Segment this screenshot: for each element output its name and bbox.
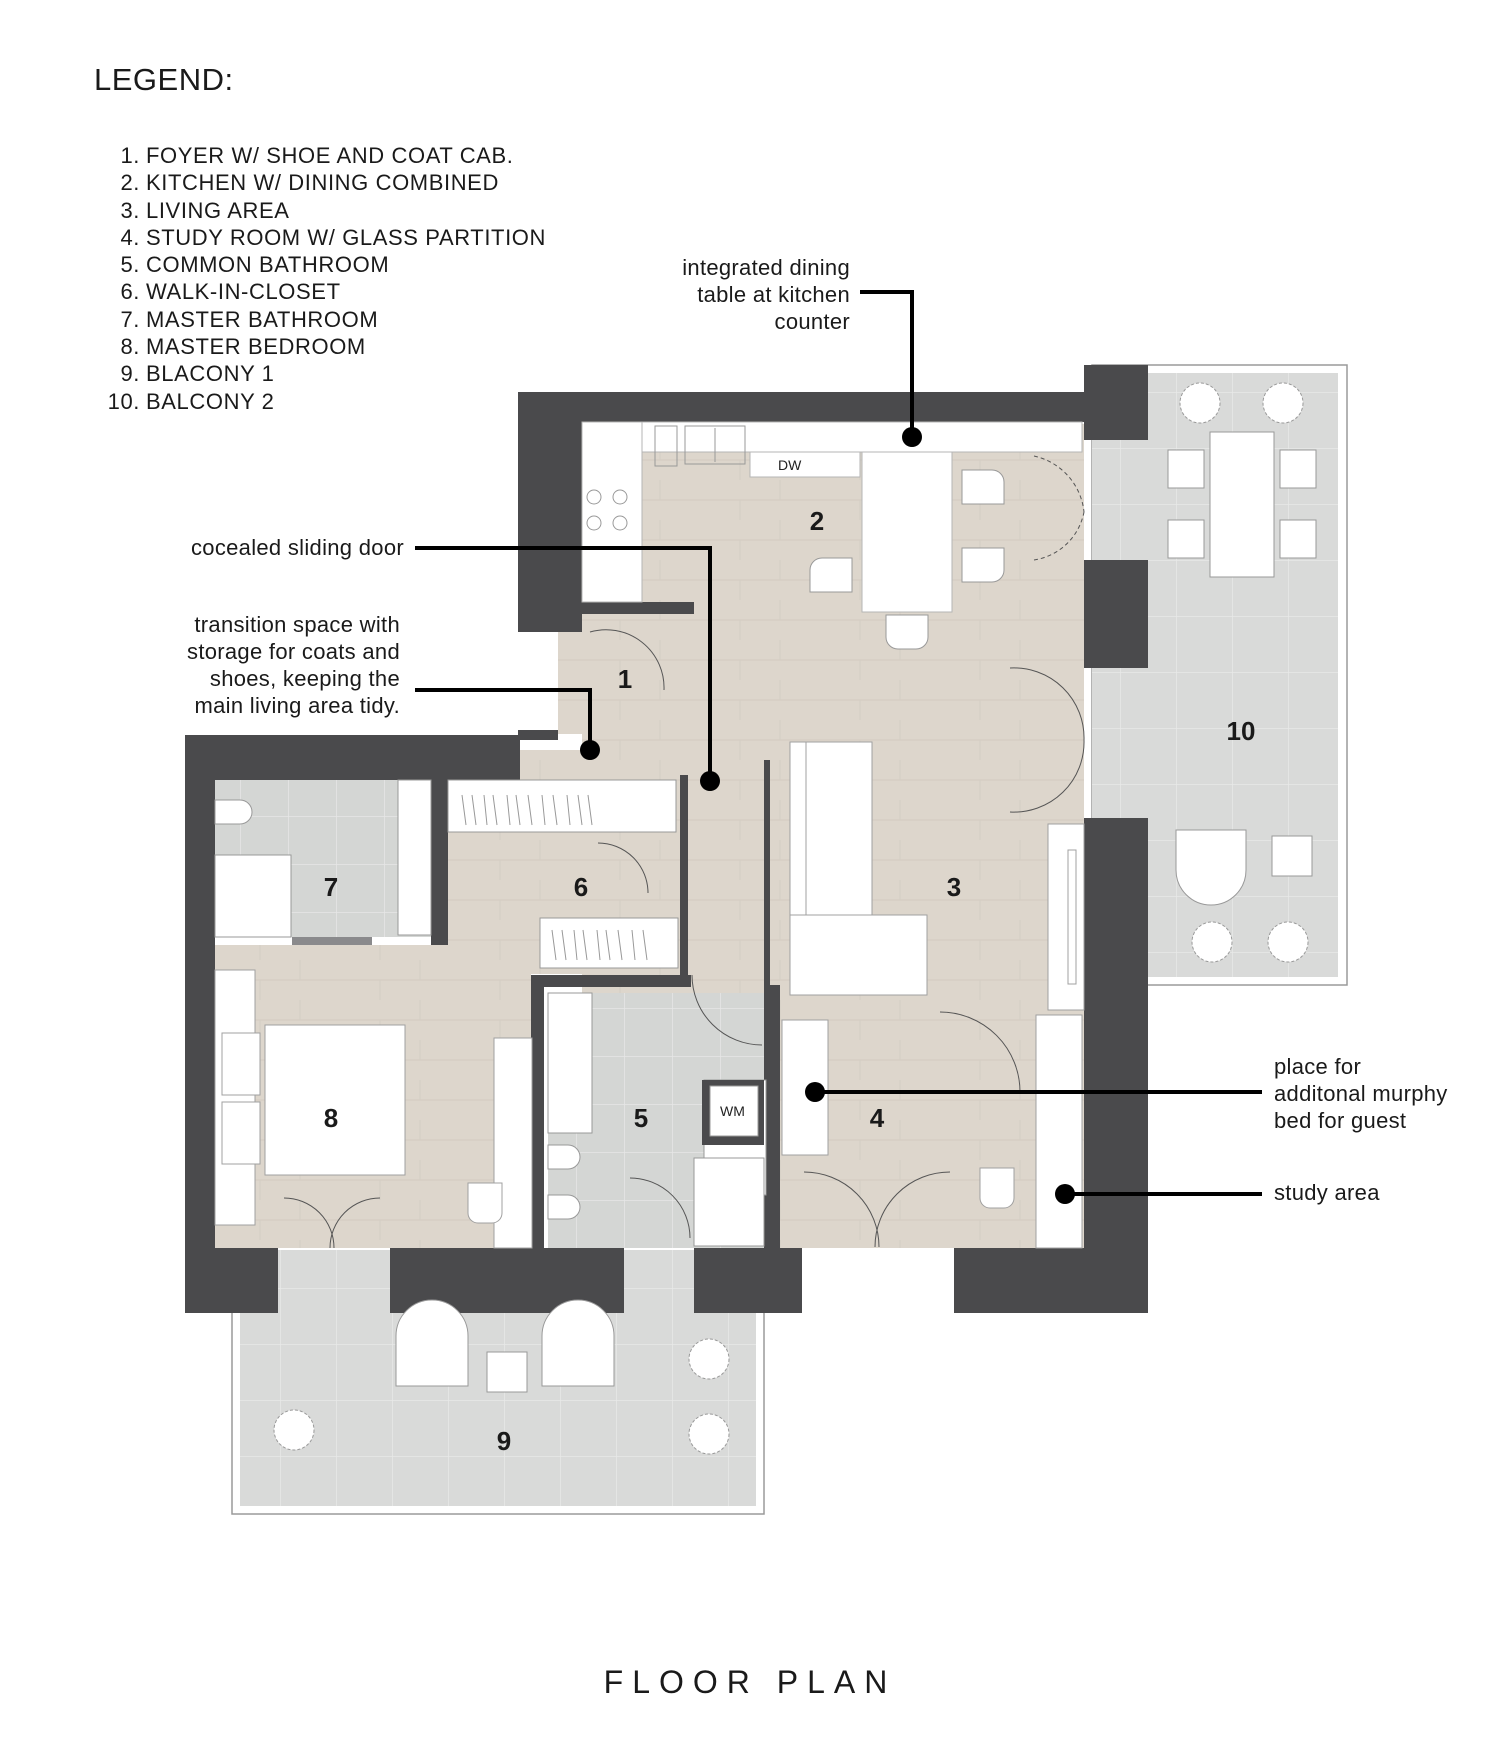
door-swings: [283, 455, 1085, 1249]
legend-item: 6.WALK-IN-CLOSET: [120, 279, 341, 305]
legend-list: 1.FOYER W/ SHOE AND COAT CAB. 2.KITCHEN …: [100, 142, 546, 415]
room-label-1: 1: [618, 664, 632, 694]
legend-item: 2.KITCHEN W/ DINING COMBINED: [120, 170, 499, 196]
legend-item: 10.BALCONY 2: [107, 388, 275, 414]
washing-machine-label: WM: [720, 1103, 745, 1119]
plant-icons: [273, 382, 1309, 1455]
room-label-4: 4: [870, 1103, 885, 1133]
legend-item: 7.MASTER BATHROOM: [120, 306, 379, 332]
room-label-10: 10: [1227, 716, 1256, 746]
closet-rails: [447, 779, 679, 969]
legend-title: LEGEND:: [94, 62, 234, 97]
annotation-murphy-bed: place for additonal murphy bed for guest: [1274, 1054, 1448, 1133]
common-bath-fixtures: WM: [547, 992, 767, 1247]
annotation-dining-table: integrated dining table at kitchen count…: [682, 255, 850, 334]
master-bath-fixtures: [214, 779, 432, 938]
room-label-5: 5: [634, 1103, 648, 1133]
balcony-1-furniture: [395, 1299, 615, 1393]
balcony-2-furniture: [1167, 431, 1317, 906]
legend-item: 9.BLACONY 1: [120, 361, 275, 387]
leader-lines: [415, 290, 1262, 1196]
room-label-6: 6: [574, 872, 588, 902]
annotation-study-area: study area: [1274, 1180, 1380, 1205]
dishwasher-label: DW: [778, 457, 802, 473]
dining-chairs: [809, 469, 1005, 650]
balcony-1: [231, 1250, 765, 1515]
room-label-7: 7: [324, 872, 338, 902]
legend-item: 5.COMMON BATHROOM: [120, 252, 390, 278]
room-label-3: 3: [947, 872, 961, 902]
tv-unit: [1047, 823, 1085, 1011]
legend-item: 3.LIVING AREA: [120, 197, 290, 223]
sofa: [789, 741, 928, 996]
room-label-2: 2: [810, 506, 824, 536]
drawing-title: FLOOR PLAN: [603, 1664, 897, 1700]
room-label-9: 9: [497, 1426, 511, 1456]
kitchen-counter: DW: [581, 421, 1083, 613]
legend-item: 4.STUDY ROOM W/ GLASS PARTITION: [120, 224, 547, 250]
annotation-transition-space: transition space with storage for coats …: [187, 612, 400, 718]
bed: [214, 969, 533, 1249]
annotation-sliding-door: cocealed sliding door: [191, 535, 404, 560]
room-label-8: 8: [324, 1103, 338, 1133]
leader-dots: [580, 427, 1075, 1204]
room-numbers: 1 2 3 4 5 6 7 8 9 10: [324, 506, 1256, 1456]
legend-item: 8.MASTER BEDROOM: [120, 334, 366, 360]
legend-item: 1.FOYER W/ SHOE AND COAT CAB.: [120, 143, 514, 168]
